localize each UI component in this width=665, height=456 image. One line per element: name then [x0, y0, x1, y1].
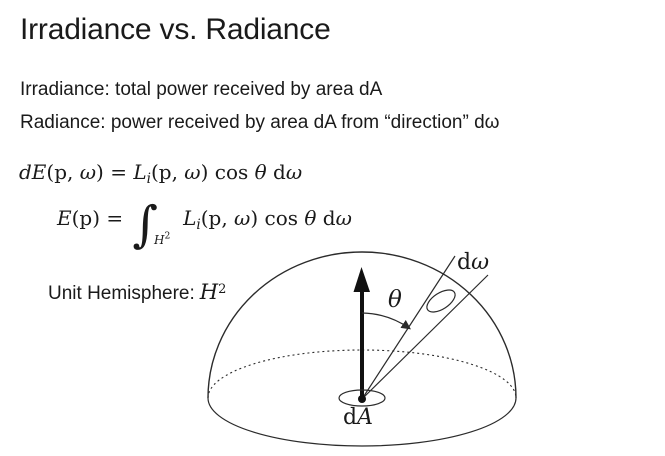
surface-point-dot	[358, 395, 366, 403]
theta-label: θ	[388, 287, 402, 313]
area-dA-ellipse	[338, 389, 386, 407]
normal-arrowhead	[353, 267, 370, 292]
slide-title: Irradiance vs. Radiance	[20, 13, 331, 46]
unit-hemisphere-caption: Unit Hemisphere:H2	[48, 279, 226, 305]
irradiance-integral-formula: E(p) = ∫H2 Li(p, ω) cos θ dω	[57, 196, 352, 254]
theta-angle-arc	[361, 312, 411, 330]
solid-angle-cone-right-line	[361, 274, 489, 400]
unit-hemisphere-label: Unit Hemisphere:	[48, 282, 195, 304]
hemisphere-dome-outline	[207, 251, 517, 399]
base-ellipse-back	[207, 349, 517, 399]
irradiance-definition: Irradiance: total power received by area…	[20, 79, 383, 100]
area-dA-label: dA	[343, 405, 373, 430]
base-ellipse-front	[207, 397, 517, 447]
solid-angle-patch-ellipse	[426, 289, 456, 313]
radiance-definition: Radiance: power received by area dA from…	[20, 112, 500, 133]
differential-irradiance-formula: dE(p, ω) = Li(p, ω) cos θ dω	[19, 160, 303, 187]
solid-angle-label: dω	[457, 250, 489, 275]
hemisphere-symbol: H	[199, 279, 219, 304]
hemisphere-symbol-exponent: 2	[218, 282, 227, 297]
